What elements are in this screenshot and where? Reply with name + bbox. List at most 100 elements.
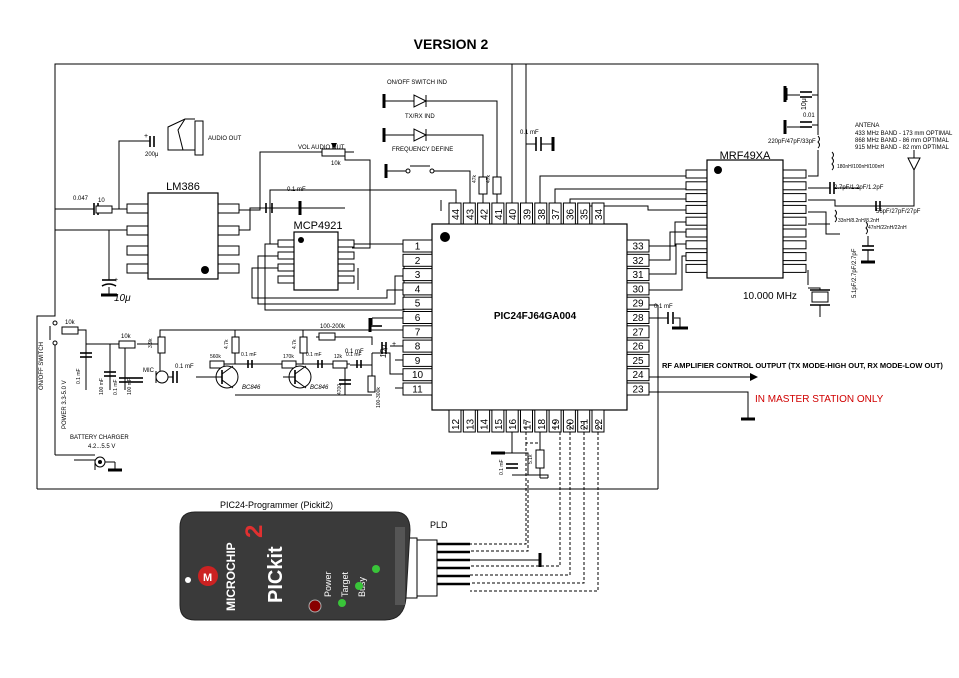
pic-pin-label: 9 [415, 356, 421, 367]
svg-text:100 mF: 100 mF [127, 378, 133, 395]
svg-text:0.1 mF: 0.1 mF [499, 459, 505, 475]
pic-pin-label: 20 [565, 418, 576, 430]
pic-pin-6 [402, 311, 433, 324]
pic-pin-label: 10 [412, 370, 424, 381]
mic-label: MIC [143, 368, 155, 374]
svg-text:10k: 10k [65, 320, 76, 326]
pic-pin-41 [491, 202, 505, 225]
pic-pin-34 [591, 202, 605, 225]
mcp4921-label: MCP4921 [294, 220, 343, 232]
svg-text:10μ: 10μ [114, 293, 131, 304]
pic-pin-30 [626, 282, 650, 296]
pic-pin-20 [562, 409, 576, 433]
pic-pin-14 [477, 409, 491, 433]
pic-pin-label: 24 [632, 370, 644, 381]
freq-define-label: FREQUENCY DEFINE [392, 147, 453, 153]
pic-pin-13 [462, 409, 476, 433]
pic-pin-label: 12 [451, 418, 462, 430]
pic-pin-label: 5 [415, 299, 421, 310]
pic-pin-18 [534, 409, 548, 433]
pic-pin-label: 6 [415, 313, 421, 324]
programmer-label: PIC24-Programmer (Pickit2) [220, 500, 333, 510]
freq-define-switch: FREQUENCY DEFINE [384, 147, 453, 178]
svg-text:560k: 560k [210, 354, 221, 360]
pic-pin-label: 41 [494, 208, 505, 220]
mrf49xa-label: MRF49XA [720, 150, 771, 162]
svg-text:0.1 mF: 0.1 mF [306, 352, 322, 358]
svg-text:0.1 mF: 0.1 mF [76, 368, 82, 384]
pic-pin-29 [626, 296, 650, 310]
mrf-pin [781, 240, 807, 250]
pic-pin-42 [477, 202, 491, 225]
pic-pin-40 [505, 202, 519, 225]
pic-pin-label: 32 [632, 256, 644, 267]
pic-pin-label: 1 [415, 242, 421, 253]
svg-text:10μ: 10μ [379, 344, 388, 358]
onoff-ind-label: ON/OFF SWITCH IND [387, 80, 448, 86]
pic-pin-label: 4 [415, 284, 421, 295]
mrf-pin [685, 181, 709, 191]
svg-text:+: + [114, 277, 118, 284]
pic-pin-label: 36 [565, 208, 576, 220]
pic-pin-label: 17 [523, 418, 534, 430]
svg-text:M: M [203, 572, 212, 584]
pic24-chip: PIC24FJ64GA004 1234567891011333231302928… [402, 202, 650, 433]
mrf-pin [781, 193, 807, 203]
pic-pin-label: 30 [632, 284, 644, 295]
pic-pin-27 [626, 325, 650, 339]
svg-text:100-200k: 100-200k [320, 324, 346, 330]
svg-text:4.7k: 4.7k [292, 339, 298, 349]
pickit-text: PICkit [265, 546, 287, 603]
svg-text:0.1 mF: 0.1 mF [654, 304, 673, 310]
power-led-label: Power [323, 571, 333, 597]
pic-pin-39 [520, 202, 533, 225]
pic-pin-9 [402, 353, 433, 367]
pic-pin-5 [402, 296, 433, 310]
pic-pin-43 [462, 202, 476, 225]
charger-voltage: 4.2...5.5 V [88, 444, 115, 450]
pin28-cap: 0.1 mF [654, 304, 688, 330]
svg-text:47k: 47k [486, 174, 492, 183]
mrf-pin [685, 228, 709, 238]
mrf-pin [781, 169, 807, 179]
pic-pin-label: 13 [465, 418, 476, 430]
pickit2-programmer: PIC24-Programmer (Pickit2) MICROCHIP M P… [179, 500, 411, 621]
onoff-switch-label: ON/OFF SWITCH [39, 342, 45, 390]
pic-pin-label: 27 [632, 327, 644, 338]
pic-pin-32 [626, 253, 650, 267]
mrf-pin [781, 228, 807, 238]
pic-pin-label: 29 [632, 299, 644, 310]
svg-text:0.1 mF: 0.1 mF [345, 349, 364, 355]
pic-pin-38 [534, 202, 548, 225]
band-868: 868 MHz BAND - 86 mm OPTIMAL [855, 138, 950, 144]
svg-text:5.1k: 5.1k [528, 454, 534, 464]
onoff-led: ON/OFF SWITCH IND [382, 80, 448, 108]
pic-pin-label: 26 [632, 342, 644, 353]
lm386-peripherals: 0.047 10 + 200μ AUDIO OUT + 10μ [73, 118, 242, 304]
battery-charger-label: BATTERY CHARGER [70, 435, 129, 441]
svg-text:47nH/22nH/22nH: 47nH/22nH/22nH [868, 225, 907, 231]
pic-pin-label: 15 [494, 418, 505, 430]
pic-pin-16 [505, 409, 519, 433]
pic-pin-10 [402, 368, 433, 382]
svg-text:10: 10 [98, 198, 105, 204]
svg-text:4700: 4700 [337, 384, 343, 395]
svg-text:170k: 170k [283, 354, 294, 360]
svg-text:100 mF: 100 mF [99, 378, 105, 395]
svg-text:+: + [144, 133, 148, 140]
svg-text:100-300k: 100-300k [376, 387, 382, 408]
svg-text:0.1 mF: 0.1 mF [113, 379, 119, 395]
microchip-text: MICROCHIP [224, 542, 238, 611]
antena-label: ANTENA [855, 123, 879, 129]
mrf-pin [685, 252, 709, 262]
audio-out-label: AUDIO OUT [208, 136, 242, 142]
master-station-label: IN MASTER STATION ONLY [755, 394, 884, 405]
pic-pin-label: 8 [415, 342, 421, 353]
mrf-pin [781, 216, 807, 226]
pic-pin-24 [626, 368, 650, 382]
mcp4921-chip: MCP4921 [277, 220, 355, 291]
pic-pin-25 [626, 353, 650, 367]
pic-pin-37 [548, 202, 562, 225]
pic-pin-label: 28 [632, 313, 644, 324]
